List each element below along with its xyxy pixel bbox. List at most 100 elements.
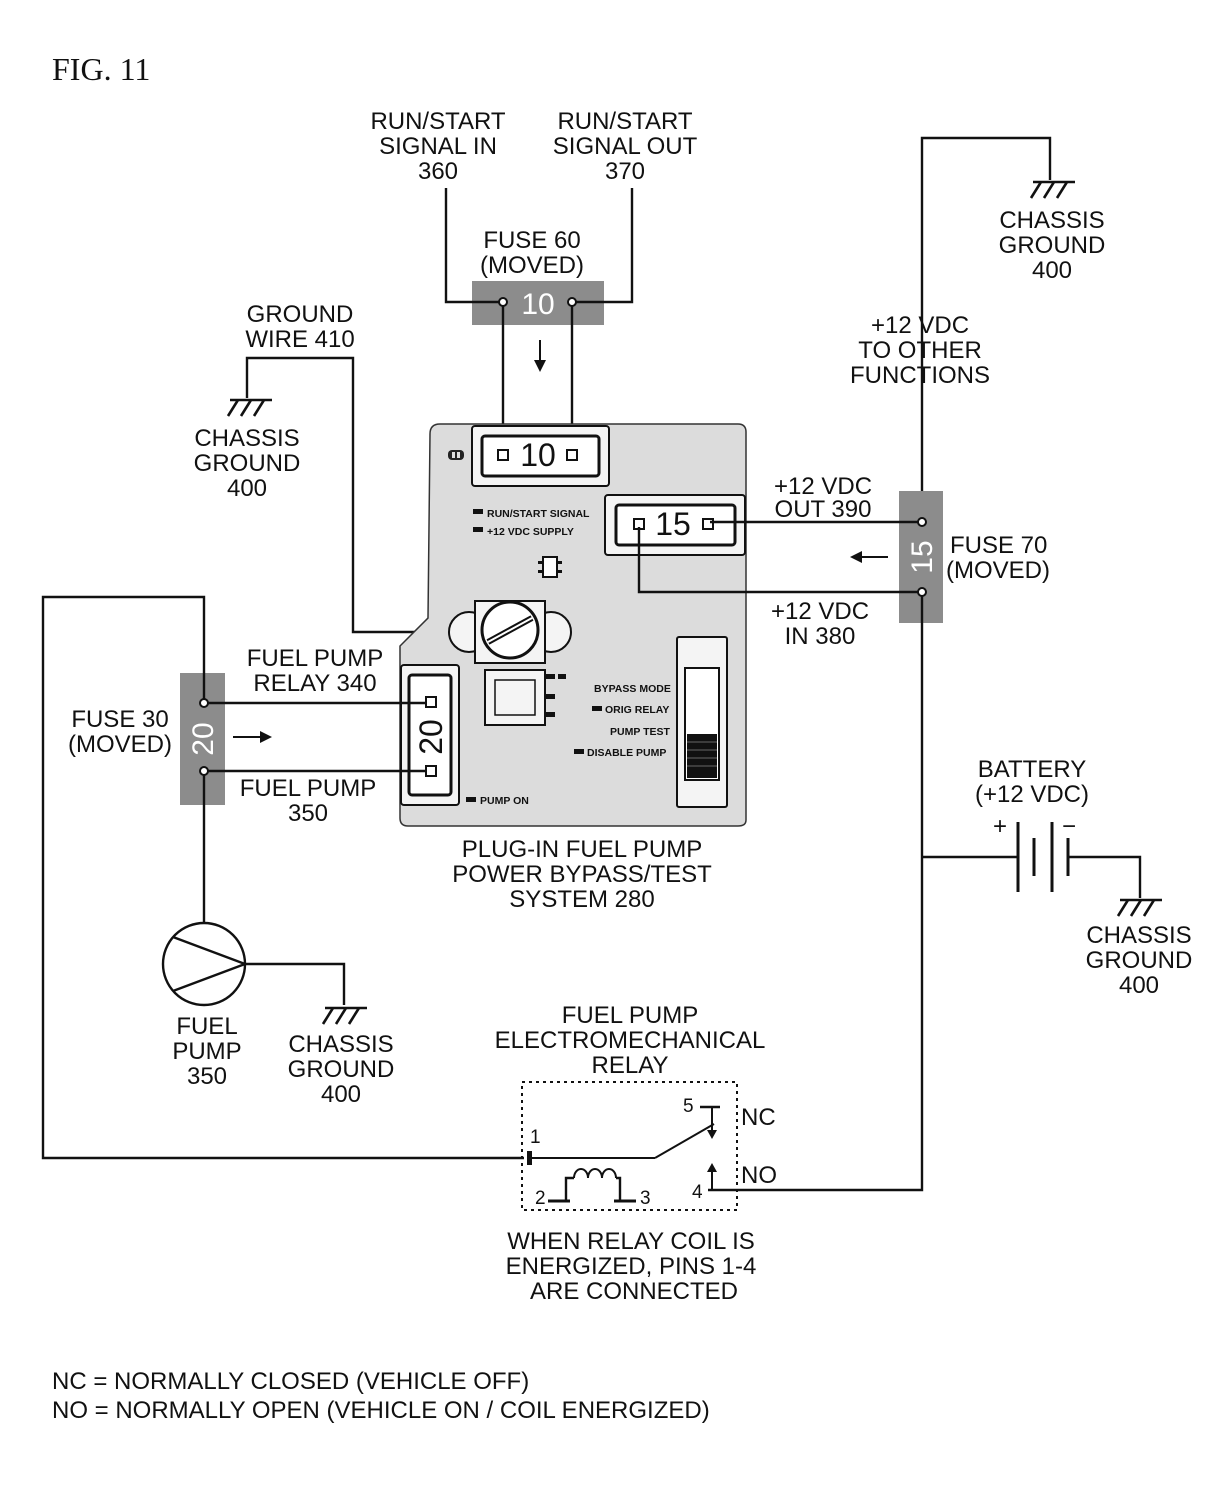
legend-no: NO = NORMALLY OPEN (VEHICLE ON / COIL EN… [52, 1397, 710, 1424]
svg-text:FUEL: FUEL [176, 1013, 237, 1040]
bypass-mode-label: BYPASS MODE [594, 683, 671, 695]
svg-text:SYSTEM 280: SYSTEM 280 [509, 886, 654, 913]
svg-text:400: 400 [1032, 257, 1072, 284]
fuse-slot-top: 10 [471, 425, 610, 487]
chassis-ground-icon [1029, 180, 1075, 199]
adjust-knob-icon[interactable] [448, 600, 572, 664]
svg-text:15: 15 [655, 506, 691, 542]
signal-out-wire [572, 188, 634, 304]
arrow-down-icon [534, 340, 546, 372]
pump-test-label: PUMP TEST [610, 726, 670, 738]
svg-text:−: − [1062, 813, 1076, 840]
svg-text:370: 370 [605, 158, 645, 185]
signal-in-wire [444, 188, 503, 304]
svg-text:WHEN RELAY COIL IS: WHEN RELAY COIL IS [507, 1228, 755, 1255]
svg-text:+12 VDC: +12 VDC [871, 312, 969, 339]
svg-text:RUN/START: RUN/START [557, 108, 692, 135]
svg-text:(MOVED): (MOVED) [68, 731, 172, 758]
svg-text:IN 380: IN 380 [785, 623, 856, 650]
svg-text:+12 VDC: +12 VDC [774, 473, 872, 500]
supply-wire [736, 596, 924, 1192]
svg-text:RELAY: RELAY [592, 1052, 669, 1079]
svg-text:PUMP: PUMP [172, 1038, 241, 1065]
chassis-ground-pump-label: CHASSIS GROUND 400 [288, 1031, 395, 1108]
nc-label: NC [741, 1104, 776, 1131]
svg-text:+12 VDC: +12 VDC [771, 598, 869, 625]
legend-nc: NC = NORMALLY CLOSED (VEHICLE OFF) [52, 1368, 529, 1395]
svg-text:ENERGIZED, PINS 1-4: ENERGIZED, PINS 1-4 [506, 1253, 757, 1280]
svg-text:ARE CONNECTED: ARE CONNECTED [530, 1278, 738, 1305]
relay-note: WHEN RELAY COIL IS ENERGIZED, PINS 1-4 A… [506, 1228, 757, 1305]
orig-relay-label: ORIG RELAY [605, 704, 669, 716]
svg-text:5: 5 [683, 1096, 694, 1117]
battery-icon: + − [922, 813, 1142, 898]
relay-output-wire [41, 595, 524, 1160]
svg-text:PLUG-IN FUEL PUMP: PLUG-IN FUEL PUMP [462, 836, 702, 863]
ground-wire-410 [245, 356, 475, 634]
svg-text:+: + [993, 813, 1007, 840]
svg-text:FUSE 30: FUSE 30 [71, 706, 168, 733]
chassis-ground-left-label: CHASSIS GROUND 400 [194, 425, 301, 502]
system-label: PLUG-IN FUEL PUMP POWER BYPASS/TEST SYST… [452, 836, 712, 913]
chassis-ground-icon [1116, 898, 1162, 917]
arrow-right-icon [233, 731, 272, 743]
figure-title: FIG. 11 [52, 51, 150, 87]
vdc-other-functions-label: +12 VDC TO OTHER FUNCTIONS [850, 312, 990, 389]
run-start-signal-in-label: RUN/START SIGNAL IN 360 [370, 108, 505, 185]
svg-text:RELAY 340: RELAY 340 [253, 670, 376, 697]
svg-text:1: 1 [530, 1127, 541, 1148]
relay-component-icon [484, 669, 566, 726]
svg-text:360: 360 [418, 158, 458, 185]
svg-text:FUNCTIONS: FUNCTIONS [850, 362, 990, 389]
svg-text:OUT 390: OUT 390 [775, 496, 872, 523]
battery-label: BATTERY (+12 VDC) [975, 756, 1089, 808]
bypass-test-board: 10 RUN/START SIGNAL +12 VDC SUPPLY 15 [399, 423, 747, 827]
svg-text:400: 400 [1119, 972, 1159, 999]
mode-switch[interactable] [676, 636, 728, 808]
svg-text:3: 3 [640, 1188, 651, 1209]
chassis-ground-icon [226, 398, 272, 417]
svg-text:RUN/START: RUN/START [370, 108, 505, 135]
arrow-left-icon [850, 551, 888, 563]
run-start-signal-out-label: RUN/START SIGNAL OUT 370 [553, 108, 698, 185]
disable-pump-label: DISABLE PUMP [587, 747, 666, 759]
fuel-pump-symbol-label: FUEL PUMP 350 [172, 1013, 241, 1090]
fuse-30-block: 20 [180, 673, 225, 805]
svg-text:20: 20 [413, 719, 449, 755]
svg-text:FUEL PUMP: FUEL PUMP [247, 645, 383, 672]
svg-text:FUSE 70: FUSE 70 [950, 532, 1047, 559]
svg-text:400: 400 [227, 475, 267, 502]
svg-text:10: 10 [521, 288, 554, 321]
svg-text:CHASSIS: CHASSIS [999, 207, 1104, 234]
svg-text:CHASSIS: CHASSIS [288, 1031, 393, 1058]
svg-text:FUEL PUMP: FUEL PUMP [562, 1002, 698, 1029]
relay-title-label: FUEL PUMP ELECTROMECHANICAL RELAY [495, 1002, 766, 1079]
fuel-pump-relay-label: FUEL PUMP RELAY 340 [247, 645, 383, 697]
fuse-slot-left: 20 [400, 664, 460, 806]
svg-text:4: 4 [692, 1182, 703, 1203]
svg-text:GROUND: GROUND [1086, 947, 1193, 974]
fuse-30-label: FUSE 30 (MOVED) [68, 706, 172, 758]
fuse-slot-right: 15 [604, 494, 746, 556]
svg-text:WIRE 410: WIRE 410 [245, 326, 354, 353]
svg-text:(MOVED): (MOVED) [480, 252, 584, 279]
chassis-ground-battery-label: CHASSIS GROUND 400 [1086, 922, 1193, 999]
electromechanical-relay: 1 2 3 4 5 [521, 1081, 738, 1211]
ground-wire-label: GROUND WIRE 410 [245, 301, 354, 353]
pump-on-label: PUMP ON [480, 795, 529, 807]
no-label: NO [741, 1162, 777, 1189]
svg-text:FUSE 60: FUSE 60 [483, 227, 580, 254]
svg-text:SIGNAL IN: SIGNAL IN [379, 133, 497, 160]
fuse-60-label: FUSE 60 (MOVED) [480, 227, 584, 279]
led-run-start-label: RUN/START SIGNAL [487, 508, 590, 520]
svg-text:(MOVED): (MOVED) [946, 557, 1050, 584]
svg-text:GROUND: GROUND [288, 1056, 395, 1083]
status-led-icon [448, 450, 464, 460]
svg-text:CHASSIS: CHASSIS [1086, 922, 1191, 949]
svg-text:TO OTHER: TO OTHER [858, 337, 982, 364]
fuel-pump-icon [161, 921, 346, 1007]
svg-text:2: 2 [535, 1188, 546, 1209]
svg-text:BATTERY: BATTERY [978, 756, 1086, 783]
vdc-in-label: +12 VDC IN 380 [771, 598, 869, 650]
svg-text:15: 15 [906, 540, 939, 573]
